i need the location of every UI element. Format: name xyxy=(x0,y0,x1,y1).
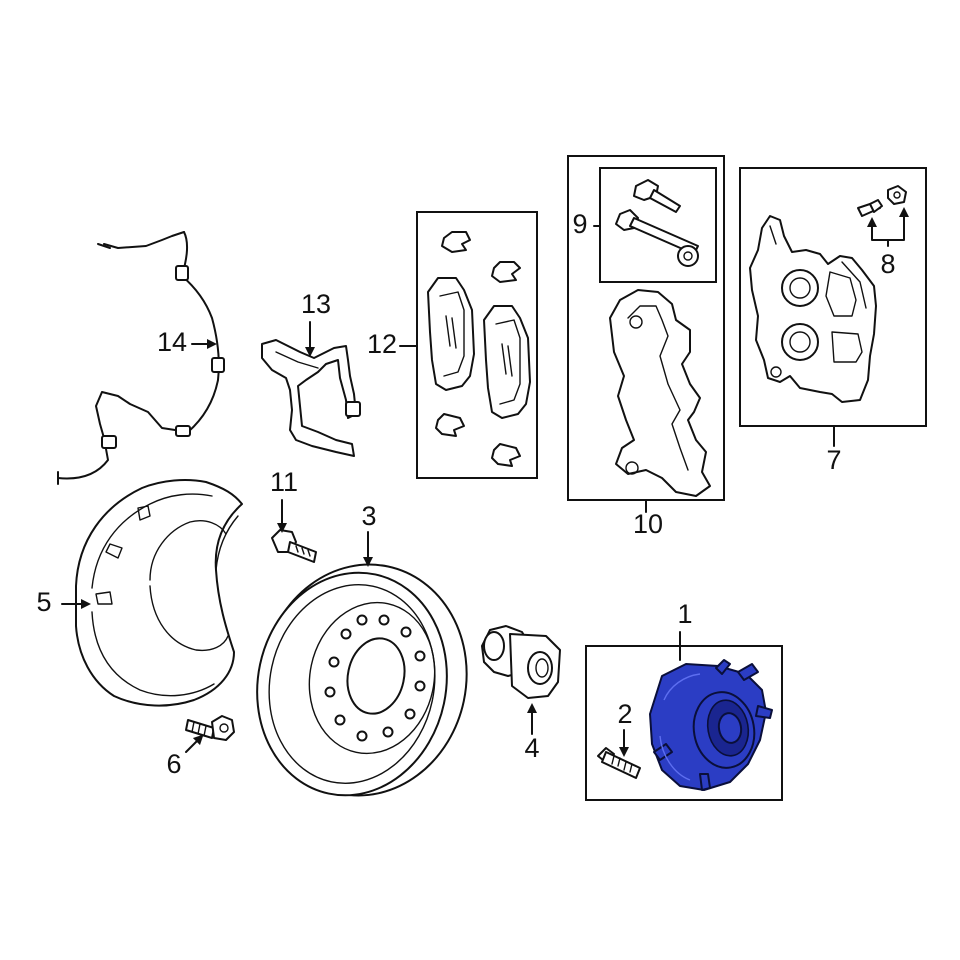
callout-12: 12 xyxy=(367,329,397,359)
callout-2: 2 xyxy=(617,699,632,729)
wheel-stud[interactable] xyxy=(597,747,641,779)
leader-8a xyxy=(867,217,889,247)
leader-lines xyxy=(61,207,909,757)
callout-7: 7 xyxy=(826,445,841,475)
callout-13: 13 xyxy=(301,289,331,319)
callout-10: 10 xyxy=(633,509,663,539)
hub-bearing-assembly[interactable] xyxy=(649,659,773,791)
callout-labels: 1 2 3 4 5 6 7 8 9 10 11 12 13 14 xyxy=(36,209,895,779)
brake-pad-set[interactable] xyxy=(427,231,531,467)
rotor-bolt-holes xyxy=(324,614,426,742)
caliper-bolts[interactable] xyxy=(857,185,907,217)
callout-4: 4 xyxy=(524,733,539,763)
wheel-speed-sensor-harness[interactable] xyxy=(57,231,225,485)
callout-14: 14 xyxy=(157,327,187,357)
caliper-bracket-bolt[interactable] xyxy=(271,529,317,563)
guide-pin-kit[interactable] xyxy=(615,179,699,267)
leader-8b xyxy=(887,207,909,241)
callout-8: 8 xyxy=(880,249,895,279)
brake-caliper[interactable] xyxy=(749,215,877,403)
callout-5: 5 xyxy=(36,587,51,617)
callout-1: 1 xyxy=(677,599,692,629)
callout-9: 9 xyxy=(572,209,587,239)
leader-6 xyxy=(185,734,204,753)
callout-3: 3 xyxy=(361,501,376,531)
hub-assembly-box xyxy=(585,645,783,801)
splash-shield[interactable] xyxy=(75,479,243,707)
harness-bracket[interactable] xyxy=(261,339,361,457)
callout-6: 6 xyxy=(166,749,181,779)
brake-rotor[interactable] xyxy=(237,545,488,814)
callout-11: 11 xyxy=(270,467,298,497)
hub-adapter[interactable] xyxy=(481,625,561,699)
shield-bolt[interactable] xyxy=(185,715,235,741)
caliper-bracket[interactable] xyxy=(609,289,711,497)
